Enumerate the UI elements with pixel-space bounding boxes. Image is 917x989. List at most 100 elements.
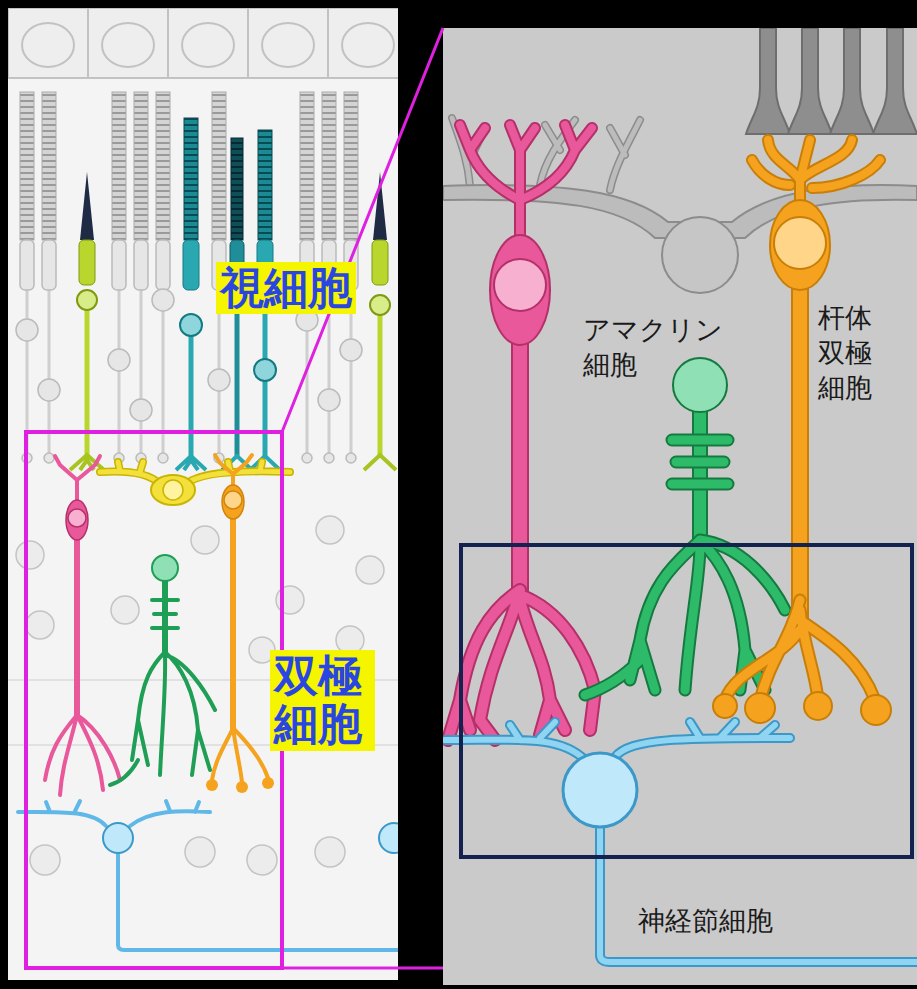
- ganglion-cell: [600, 827, 917, 962]
- pigment-epithelium: [8, 8, 88, 78]
- rod-cells: [344, 92, 358, 240]
- cell-label: 杆体双極細胞: [818, 300, 877, 405]
- background-cells: [247, 845, 277, 875]
- cone-cells: [378, 315, 383, 458]
- ganglion-cell: [18, 801, 398, 950]
- background-cells: [111, 596, 139, 624]
- pigment-epithelium: [102, 23, 154, 67]
- rod-cells: [350, 290, 353, 455]
- bipolar-cell: [45, 715, 120, 795]
- rod-bipolar-cell: [752, 140, 880, 215]
- bipolar-cell: [55, 456, 100, 505]
- cone-cells: [370, 295, 390, 315]
- rod-cells: [112, 92, 126, 240]
- rod-cells: [300, 92, 314, 240]
- rod-cells: [134, 240, 148, 290]
- pigment-epithelium: [342, 23, 394, 67]
- rod-bipolar-cell: [262, 777, 274, 789]
- pigment-epithelium: [168, 8, 248, 78]
- background-cells: [30, 845, 60, 875]
- bipolar-cell: [74, 540, 80, 718]
- cell-label: 神経節細胞: [638, 903, 773, 938]
- amacrine-cell: [585, 358, 785, 695]
- rod-terminals: [830, 28, 874, 134]
- rod-cells: [44, 453, 54, 463]
- rod-cells: [134, 92, 148, 240]
- cone-cells: [372, 240, 388, 285]
- bipolar-cell: [45, 456, 120, 795]
- rod-terminals: [873, 28, 917, 134]
- zoom-leader: [282, 28, 443, 968]
- horizontal-cell: [100, 462, 290, 484]
- rod-cells: [42, 240, 56, 290]
- rod-cells: [16, 240, 362, 463]
- rod-bipolar-cell: [793, 275, 807, 620]
- rod-cells: [302, 453, 312, 463]
- focus-frame: [461, 545, 912, 857]
- bipolar-cell: [448, 590, 595, 740]
- highlight-label: 双極細胞: [270, 650, 375, 751]
- pigment-epithelium: [182, 23, 234, 67]
- rod-cells: [108, 349, 130, 371]
- bipolar-cell: [513, 340, 527, 600]
- rod-bipolar-cell: [212, 728, 268, 782]
- rod-bipolar-cell: [725, 600, 875, 700]
- cone-cells: [85, 310, 90, 458]
- cone-cells: [184, 118, 198, 240]
- pigment-epithelium: [262, 23, 314, 67]
- amacrine-cell: [585, 440, 785, 695]
- pigment-epithelium: [8, 8, 398, 78]
- background-cells: [315, 837, 345, 867]
- rod-cells: [20, 92, 358, 240]
- rod-cells: [346, 453, 356, 463]
- highlight-label: 視細胞: [216, 262, 356, 314]
- rod-cells: [158, 453, 168, 463]
- cone-cells: [364, 455, 396, 470]
- cone-cells: [80, 172, 94, 240]
- rod-bipolar-cell: [236, 781, 248, 793]
- rod-cells: [156, 92, 170, 240]
- ganglion-cell: [103, 823, 133, 853]
- pigment-epithelium: [328, 8, 398, 78]
- horizontal-cell: [151, 475, 195, 505]
- cone-cells: [231, 138, 243, 240]
- pigment-epithelium: [22, 23, 74, 67]
- rod-cells: [130, 399, 152, 421]
- rod-cells: [16, 92, 362, 463]
- background-cells: [185, 837, 215, 867]
- cone-cells: [77, 290, 97, 310]
- bipolar-cell: [511, 340, 529, 600]
- rod-bipolar-cell: [713, 140, 891, 725]
- rod-bipolar-cell: [774, 217, 826, 269]
- rod-bipolar-cell: [770, 200, 830, 290]
- rod-bipolar-cell: [725, 600, 875, 700]
- ganglion-cell: [445, 722, 790, 760]
- cone-cells: [254, 359, 276, 381]
- ganglion-cell: [600, 827, 917, 962]
- rod-terminals: [788, 28, 832, 134]
- background-cells: [16, 541, 44, 569]
- bipolar-cell: [66, 500, 88, 540]
- amacrine-cell: [585, 440, 785, 695]
- amacrine-cell: [162, 580, 168, 655]
- zoom-panel: [443, 28, 917, 985]
- background-cells: [8, 516, 398, 875]
- rod-bipolar-cell: [804, 692, 832, 720]
- rod-cells: [156, 240, 170, 290]
- rod-terminals: [746, 28, 917, 134]
- ganglion-cell: [445, 722, 790, 760]
- rod-terminals: [746, 28, 790, 134]
- cone-cells: [258, 130, 272, 240]
- rod-bipolar-cell: [215, 455, 252, 487]
- rod-bipolar-cell: [230, 518, 236, 732]
- rod-bipolar-cell: [713, 694, 737, 718]
- amacrine-cell: [110, 600, 215, 785]
- amacrine-cell: [152, 555, 178, 581]
- cone-cells: [70, 118, 396, 470]
- horizontal-cell: [100, 462, 290, 505]
- amacrine-cell: [110, 555, 215, 785]
- ganglion-cell: [379, 823, 398, 853]
- pigment-epithelium: [88, 8, 168, 78]
- bipolar-cell: [494, 259, 546, 311]
